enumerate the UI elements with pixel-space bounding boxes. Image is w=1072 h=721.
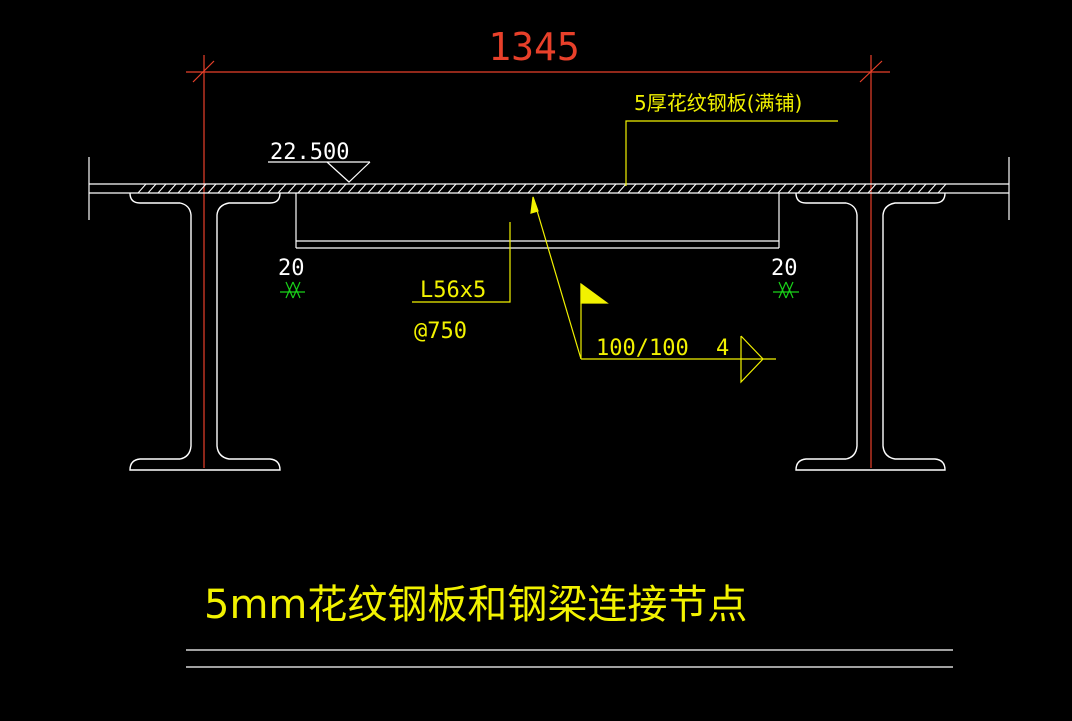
steel-beam-right xyxy=(795,192,946,471)
drawing-title: 5mm花纹钢板和钢梁连接节点 xyxy=(204,582,747,628)
weld-size-label: 4 xyxy=(716,336,729,361)
weld-mark-right xyxy=(773,281,799,299)
angle-spacing-label: @750 xyxy=(414,319,467,344)
angle-note-leader xyxy=(412,222,511,303)
field-weld-flag xyxy=(580,282,609,304)
steel-beam-left xyxy=(129,192,281,471)
weld-length-label: 100/100 xyxy=(596,336,689,361)
plate-note-label: 5厚花纹钢板(满铺) xyxy=(634,91,802,115)
angle-size-label: L56x5 xyxy=(420,278,486,303)
elevation-marker xyxy=(268,161,371,183)
dimension-group xyxy=(186,55,890,468)
elevation-value: 22.500 xyxy=(270,140,349,165)
weld-mark-left xyxy=(280,281,305,299)
plate-note-leader xyxy=(625,120,838,186)
weld-leader xyxy=(532,196,582,360)
plate-hatching xyxy=(137,183,947,194)
dimension-value: 1345 xyxy=(488,25,580,69)
angle-support xyxy=(295,193,780,249)
weld-size-left: 20 xyxy=(278,256,305,281)
weld-tail xyxy=(740,335,764,384)
weld-symbol xyxy=(530,196,776,384)
weld-size-right: 20 xyxy=(771,256,798,281)
weld-leader-arrowhead xyxy=(530,196,539,214)
title-underline xyxy=(186,649,953,668)
